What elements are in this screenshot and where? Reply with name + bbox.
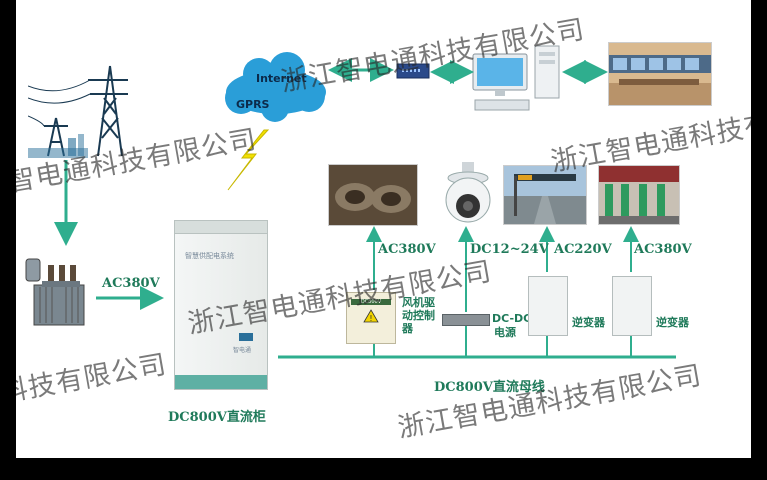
inverter-box-1 <box>528 276 568 336</box>
power-tower-icon <box>28 65 128 158</box>
dc-cabinet: 智慧供配电系统 智电通 <box>174 220 268 390</box>
highway-photo <box>503 165 587 225</box>
fan-controller-box: DC800V ! <box>346 292 396 344</box>
system-diagram: Internet GPRS <box>16 0 751 458</box>
cabinet-brand: 智电通 <box>233 347 252 354</box>
label-ac220: AC220V <box>554 242 612 257</box>
transformer-icon <box>25 258 85 326</box>
gprs-label: GPRS <box>236 98 270 111</box>
cabinet-logo-icon <box>239 333 253 341</box>
dome-camera-icon <box>445 162 491 223</box>
svg-text:!: ! <box>369 314 372 323</box>
label-ac380-transformer: AC380V <box>102 276 160 291</box>
cabinet-panel-text: 智慧供配电系统 <box>185 252 234 260</box>
label-ac380-right: AC380V <box>634 242 692 257</box>
tunnel-photo <box>598 165 680 225</box>
control-room-photo <box>608 42 712 106</box>
cloud-icon <box>225 52 326 122</box>
cabinet-caption: DC800V直流柜 <box>168 410 266 425</box>
inverter-box-2 <box>612 276 652 336</box>
fan-controller-label: 风机驱动控制器 <box>402 296 435 335</box>
fan-box-nameplate: DC800V <box>351 299 391 305</box>
computer-icon <box>472 45 560 111</box>
connection-arrows <box>54 58 676 359</box>
fan-photo <box>328 164 418 226</box>
network-switch-icon <box>396 63 430 79</box>
dcdc-module <box>442 314 490 326</box>
internet-label: Internet <box>256 72 307 85</box>
lightning-icon <box>227 129 270 191</box>
dcdc-label-1: DC-DC <box>492 312 532 325</box>
label-ac380-fan: AC380V <box>378 242 436 257</box>
label-dc12-24: DC12~24V <box>470 242 549 257</box>
inverter-label-1: 逆变器 <box>572 316 605 329</box>
dc-bus-label: DC800V直流母线 <box>434 380 545 395</box>
inverter-label-2: 逆变器 <box>656 316 689 329</box>
warning-icon: ! <box>363 309 379 323</box>
dcdc-label-2: 电源 <box>494 326 516 339</box>
